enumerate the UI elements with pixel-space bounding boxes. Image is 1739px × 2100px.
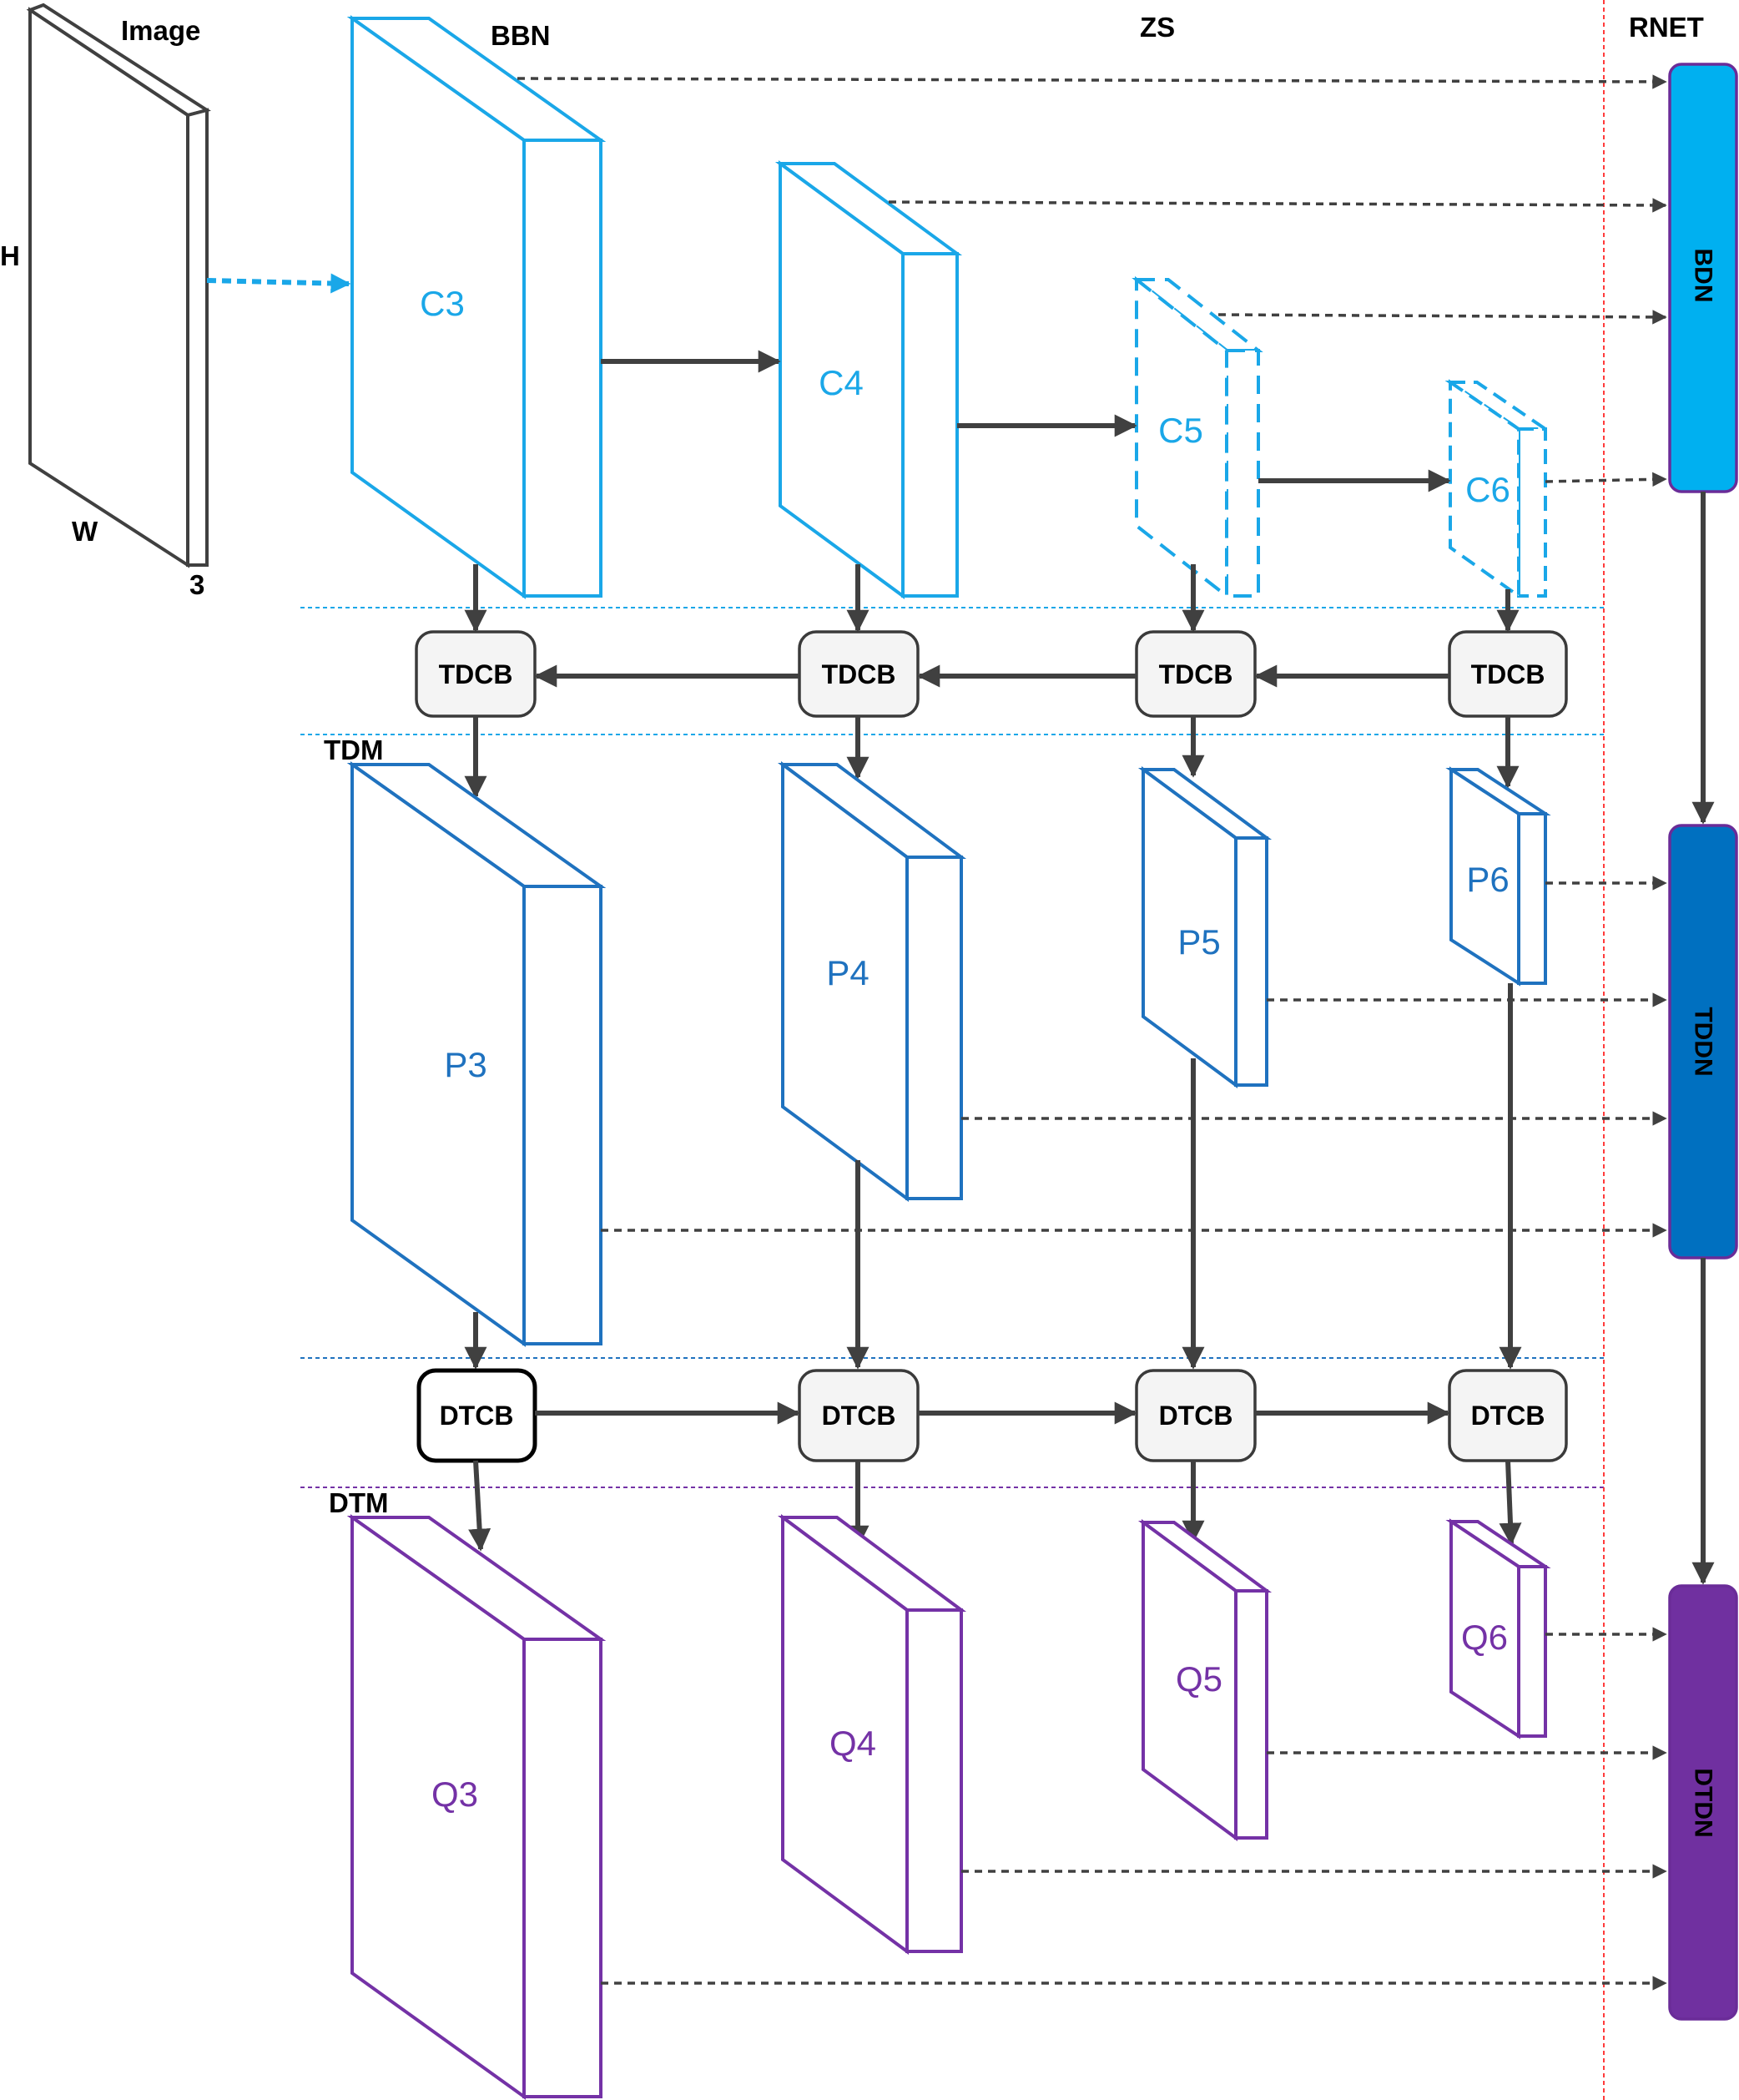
backbone-map-c3: C3 — [346, 15, 607, 599]
topdown-map-p3: P3 — [346, 761, 607, 1347]
c4-to-bdn-arrow — [888, 198, 1667, 213]
input-image — [26, 3, 211, 568]
dtdn-head: DTDN — [1668, 1584, 1738, 2021]
tdcb-block-3: TDCB — [1135, 630, 1257, 718]
tddn-head-label: TDDN — [1690, 1007, 1717, 1076]
dtcb-block-2: DTCB — [798, 1369, 920, 1462]
topdown-map-p6: P6 — [1445, 766, 1551, 987]
dtcb-block-label: DTCB — [822, 1401, 896, 1431]
downtop-map-q3: Q3 — [346, 1514, 607, 2100]
rnet-label: RNET — [1629, 12, 1704, 43]
topdown-map-label: P5 — [1177, 922, 1220, 962]
backbone-map-label: C3 — [420, 284, 465, 323]
backbone-map-c5: C5 — [1132, 275, 1263, 600]
dtcb-block-4: DTCB — [1448, 1369, 1568, 1462]
downtop-map-q5: Q5 — [1137, 1519, 1273, 1841]
dtcb-block-label: DTCB — [1471, 1401, 1545, 1431]
dtcb-block-3: DTCB — [1135, 1369, 1257, 1462]
bdn-head-label: BDN — [1690, 249, 1717, 303]
tdcb-block-2: TDCB — [798, 630, 920, 718]
backbone-map-c6: C6 — [1444, 379, 1551, 599]
downtop-map-label: Q4 — [829, 1724, 876, 1763]
height-label: H — [0, 240, 20, 271]
downtop-map-q4: Q4 — [777, 1514, 967, 1955]
dtm-label: DTM — [329, 1487, 388, 1518]
tdm-label: TDM — [324, 734, 383, 765]
topdown-map-p5: P5 — [1137, 766, 1273, 1088]
tdcb-block-label: TDCB — [822, 659, 896, 689]
dtcb-block-label: DTCB — [440, 1401, 514, 1431]
tdcb-block-1: TDCB — [415, 630, 537, 718]
downtop-map-q6: Q6 — [1445, 1518, 1551, 1739]
tdcb-block-label: TDCB — [439, 659, 513, 689]
input-arrow — [206, 273, 351, 294]
topdown-map-label: P4 — [826, 953, 869, 992]
tddn-head: TDDN — [1668, 824, 1738, 1259]
image-label: Image — [121, 15, 200, 46]
backbone-map-c4: C4 — [774, 160, 963, 599]
backbone-map-label: C4 — [819, 363, 864, 402]
downtop-map-label: Q3 — [431, 1774, 478, 1814]
dtcb-block-label: DTCB — [1159, 1401, 1233, 1431]
zs-label: ZS — [1140, 12, 1175, 43]
backbone-map-label: C6 — [1465, 470, 1510, 509]
c5-to-bdn-arrow — [1217, 310, 1667, 325]
tdcb-block-4: TDCB — [1448, 630, 1568, 718]
head-connections — [517, 74, 1667, 1991]
tdcb-block-label: TDCB — [1159, 659, 1233, 689]
backbone-map-label: C5 — [1158, 411, 1203, 450]
downtop-map-label: Q6 — [1461, 1618, 1508, 1657]
bdn-head: BDN — [1668, 63, 1738, 493]
arrow-dtcb-to-q6 — [1499, 1460, 1522, 1546]
c3-to-bdn-arrow — [517, 74, 1667, 89]
c6-to-bdn-arrow — [1545, 472, 1667, 487]
arrow-dtcb-to-q3 — [468, 1460, 491, 1552]
topdown-map-label: P3 — [444, 1045, 486, 1084]
bbn-label: BBN — [491, 20, 551, 51]
topdown-map-label: P6 — [1466, 860, 1509, 899]
topdown-map-p4: P4 — [777, 761, 967, 1202]
dtcb-block-1: DTCB — [416, 1368, 537, 1463]
tdcb-block-label: TDCB — [1471, 659, 1545, 689]
dtdn-head-label: DTDN — [1690, 1768, 1717, 1837]
channels-label: 3 — [189, 569, 204, 600]
downtop-map-label: Q5 — [1176, 1659, 1222, 1699]
width-label: W — [72, 516, 98, 547]
